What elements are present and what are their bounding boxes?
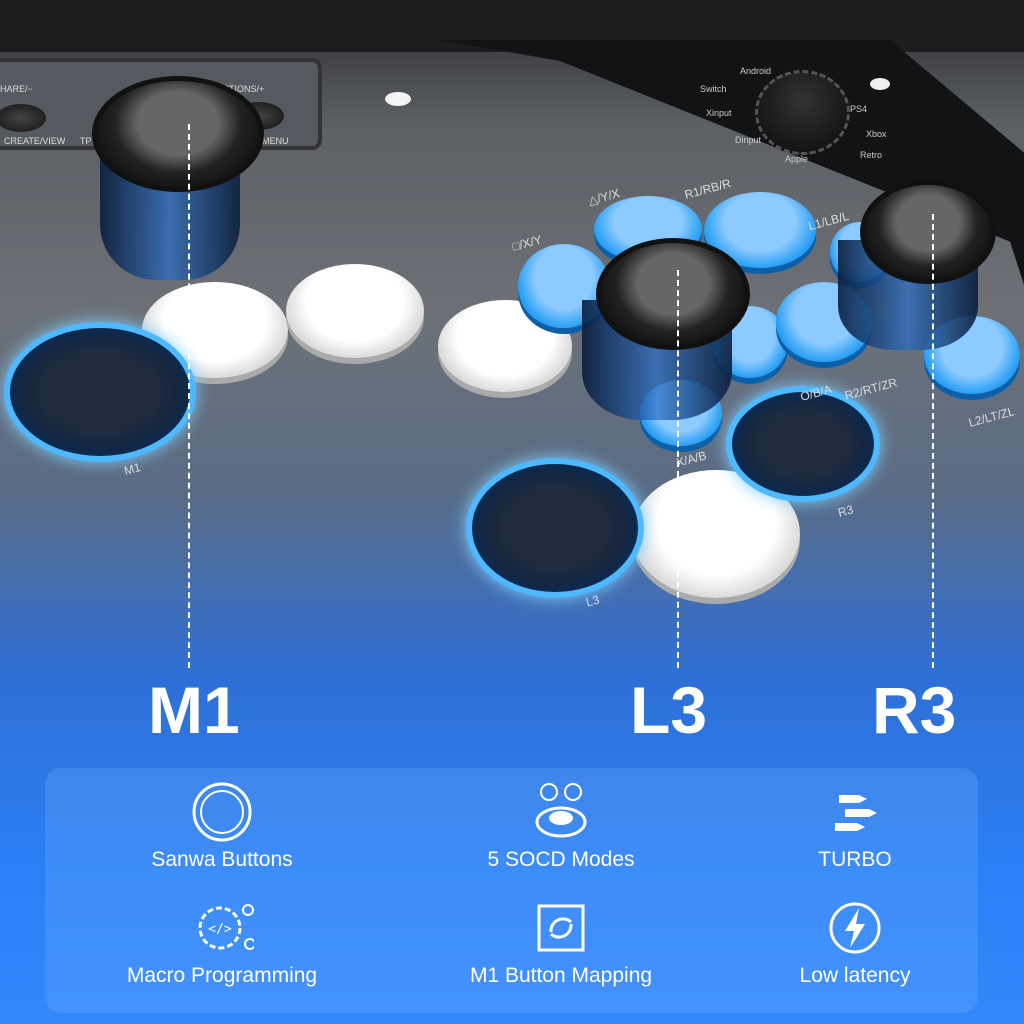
l3-callout-line: [677, 270, 679, 668]
r3-button-cap[interactable]: [860, 180, 996, 284]
l3-ring[interactable]: [466, 458, 644, 598]
white-button[interactable]: [286, 264, 424, 358]
l2-label: L2/LT/ZL: [966, 404, 1017, 430]
cross-label: X/A/B: [674, 448, 708, 470]
mode-ps4: PS4: [850, 104, 868, 114]
feature-label: Sanwa Buttons: [151, 848, 293, 871]
mapping-icon: [529, 900, 593, 956]
m1-callout: M1: [148, 673, 240, 747]
feature-macro: </> Macro Programming: [72, 900, 372, 988]
create-label: CREATE/VIEW: [4, 136, 66, 146]
socd-arrows-icon: [529, 783, 593, 840]
feature-label: Low latency: [799, 964, 911, 987]
mode-selector-knob[interactable]: [755, 70, 850, 155]
r1-label: R1/RB/R: [682, 176, 733, 202]
function-panel: SHARE/− CREATE/VIEW TP OPTIONS/+ MENU: [0, 58, 322, 150]
mode-retro: Retro: [860, 150, 883, 160]
touch-label: TP: [80, 136, 92, 146]
circle-button-icon: [190, 782, 254, 842]
m1-small-label: M1: [122, 460, 143, 478]
mode-apple: Apple: [785, 154, 809, 164]
turbo-bullets-icon: [823, 784, 887, 840]
feature-sanwa: Sanwa Buttons: [72, 782, 372, 872]
r3-ring[interactable]: [726, 386, 880, 502]
r3-callout: R3: [872, 673, 957, 747]
mode-android: Android: [740, 66, 772, 76]
feature-label: 5 SOCD Modes: [487, 848, 635, 871]
feature-mapping: M1 Button Mapping: [411, 900, 711, 988]
lightning-icon: [823, 900, 887, 956]
svg-text:</>: </>: [208, 922, 232, 937]
r3-callout-line: [932, 214, 934, 668]
mode-xinput: Xinput: [706, 108, 732, 118]
m1-ring[interactable]: [4, 322, 196, 462]
options-label: OPTIONS/+: [216, 84, 265, 94]
menu-label: MENU: [262, 136, 289, 146]
l3-button-cap[interactable]: [596, 238, 750, 350]
code-gear-icon: </>: [190, 900, 254, 956]
feature-label: M1 Button Mapping: [469, 964, 653, 987]
share-label: SHARE/−: [0, 84, 33, 94]
feature-turbo: TURBO: [705, 784, 1005, 872]
indicator-light: [870, 78, 890, 90]
share-button[interactable]: [0, 104, 46, 132]
r2-label: R2/RT/ZR: [843, 375, 899, 403]
feature-label: Macro Programming: [126, 964, 318, 987]
l3-small-label: L3: [584, 592, 601, 610]
l3-callout: L3: [630, 673, 708, 747]
mode-xbox: Xbox: [866, 129, 887, 139]
feature-socd: 5 SOCD Modes: [411, 783, 711, 872]
mode-switch: Switch: [700, 84, 727, 94]
m1-callout-line: [188, 124, 190, 668]
mode-dinput: Dinput: [735, 135, 762, 145]
m1-button-cap[interactable]: [92, 76, 264, 192]
features-panel: Sanwa Buttons 5 SOCD Modes TURBO </> Mac…: [45, 768, 978, 1013]
feature-label: TURBO: [818, 848, 892, 871]
indicator-light: [385, 92, 411, 106]
r3-small-label: R3: [836, 502, 855, 520]
feature-latency: Low latency: [705, 900, 1005, 988]
